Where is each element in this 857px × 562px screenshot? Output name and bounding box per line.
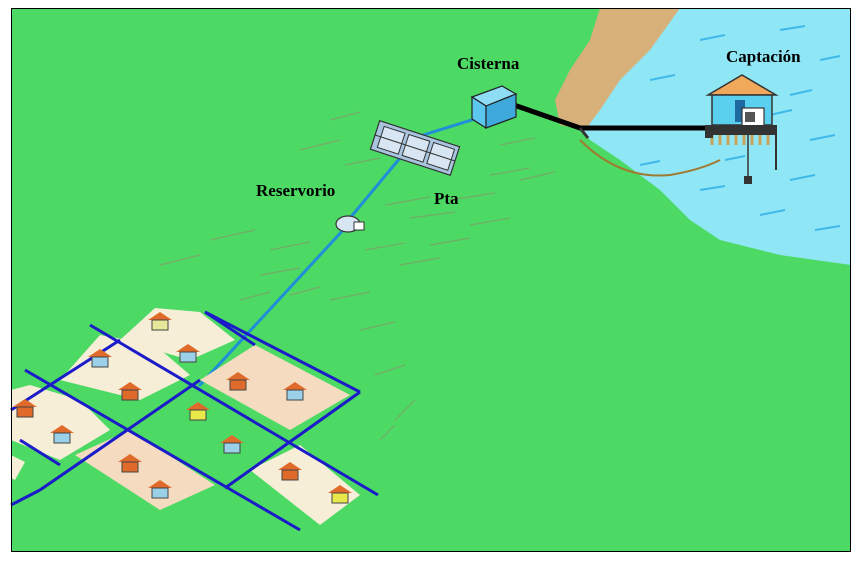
label-reservorio: Reservorio <box>256 181 335 200</box>
label-cisterna: Cisterna <box>457 54 520 73</box>
label-captacion: Captación <box>726 47 801 66</box>
label-pta: Pta <box>434 189 459 208</box>
